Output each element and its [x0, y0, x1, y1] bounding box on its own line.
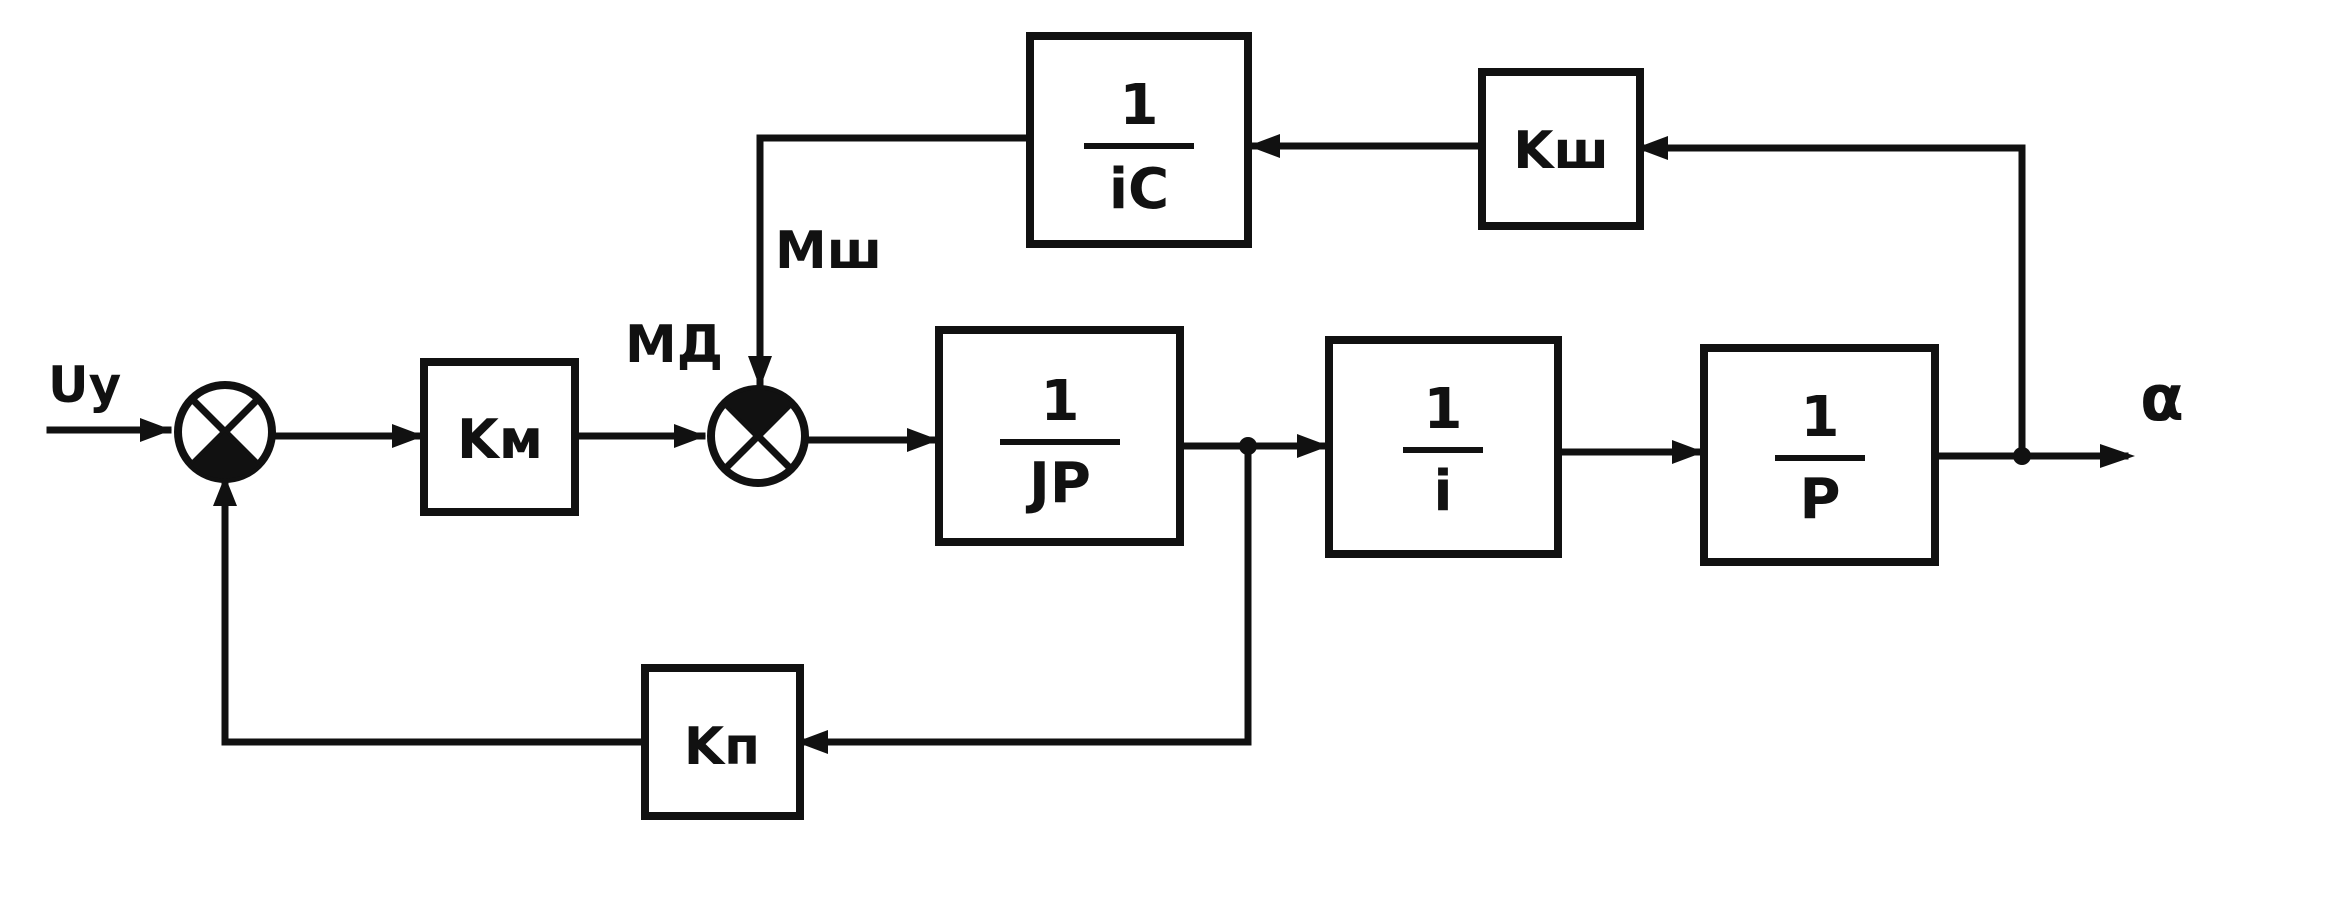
wire-ic-sum2: [756, 134, 1034, 388]
signal-label-output: α: [2140, 362, 2184, 436]
block-jp-numerator: 1: [1041, 369, 1080, 434]
block-kp-label: Kп: [684, 717, 760, 777]
block-ksh-label: Kш: [1513, 121, 1609, 181]
arrowhead-i: [1297, 434, 1329, 458]
block-ksh: Kш: [1478, 68, 1644, 230]
arrowhead-sum2-disturbance: [748, 356, 772, 388]
arrowhead-input: [140, 418, 172, 442]
block-jp-denominator: JP: [1025, 451, 1091, 516]
arrowhead-output: [2100, 444, 2135, 468]
arrowhead-jp: [907, 428, 939, 452]
signal-label-disturbance-torque: Mш: [775, 221, 882, 281]
arrowhead-p: [1672, 440, 1704, 464]
arrowhead-kp: [796, 730, 828, 754]
negative-sector: [725, 389, 791, 436]
summing-junction-2: [707, 385, 809, 487]
wire-kp-sum1: [221, 476, 649, 746]
wire-velocity-feedback: [796, 442, 1252, 746]
branch-node-velocity: [1239, 437, 1257, 455]
signal-label-input: Uy: [48, 356, 121, 414]
block-km-label: Kм: [457, 408, 543, 471]
arrowhead-ksh: [1636, 136, 1668, 160]
block-jp: 1 JP: [935, 326, 1184, 546]
block-ic: 1 iC: [1026, 32, 1252, 248]
negative-sector: [192, 432, 258, 479]
block-p: 1 P: [1700, 344, 1939, 566]
block-i: 1 i: [1325, 336, 1562, 558]
block-km: Kм: [420, 358, 579, 516]
arrowhead-km: [392, 424, 424, 448]
block-ic-numerator: 1: [1120, 73, 1159, 138]
block-p-numerator: 1: [1801, 385, 1840, 450]
block-p-denominator: P: [1799, 467, 1840, 532]
block-ic-denominator: iC: [1109, 157, 1169, 222]
block-i-numerator: 1: [1424, 377, 1463, 442]
arrowhead-sum2: [674, 424, 706, 448]
branch-node-output: [2013, 447, 2031, 465]
wire-output-ksh: [1636, 144, 2026, 460]
arrowhead-ic: [1248, 134, 1280, 158]
signal-label-motor-torque: MД: [625, 315, 723, 375]
arrowheads: [140, 134, 2135, 754]
summing-junction-1: [174, 381, 276, 483]
block-i-denominator: i: [1433, 459, 1452, 524]
arrowhead-sum1-feedback: [213, 476, 237, 506]
block-kp: Kп: [641, 664, 804, 820]
